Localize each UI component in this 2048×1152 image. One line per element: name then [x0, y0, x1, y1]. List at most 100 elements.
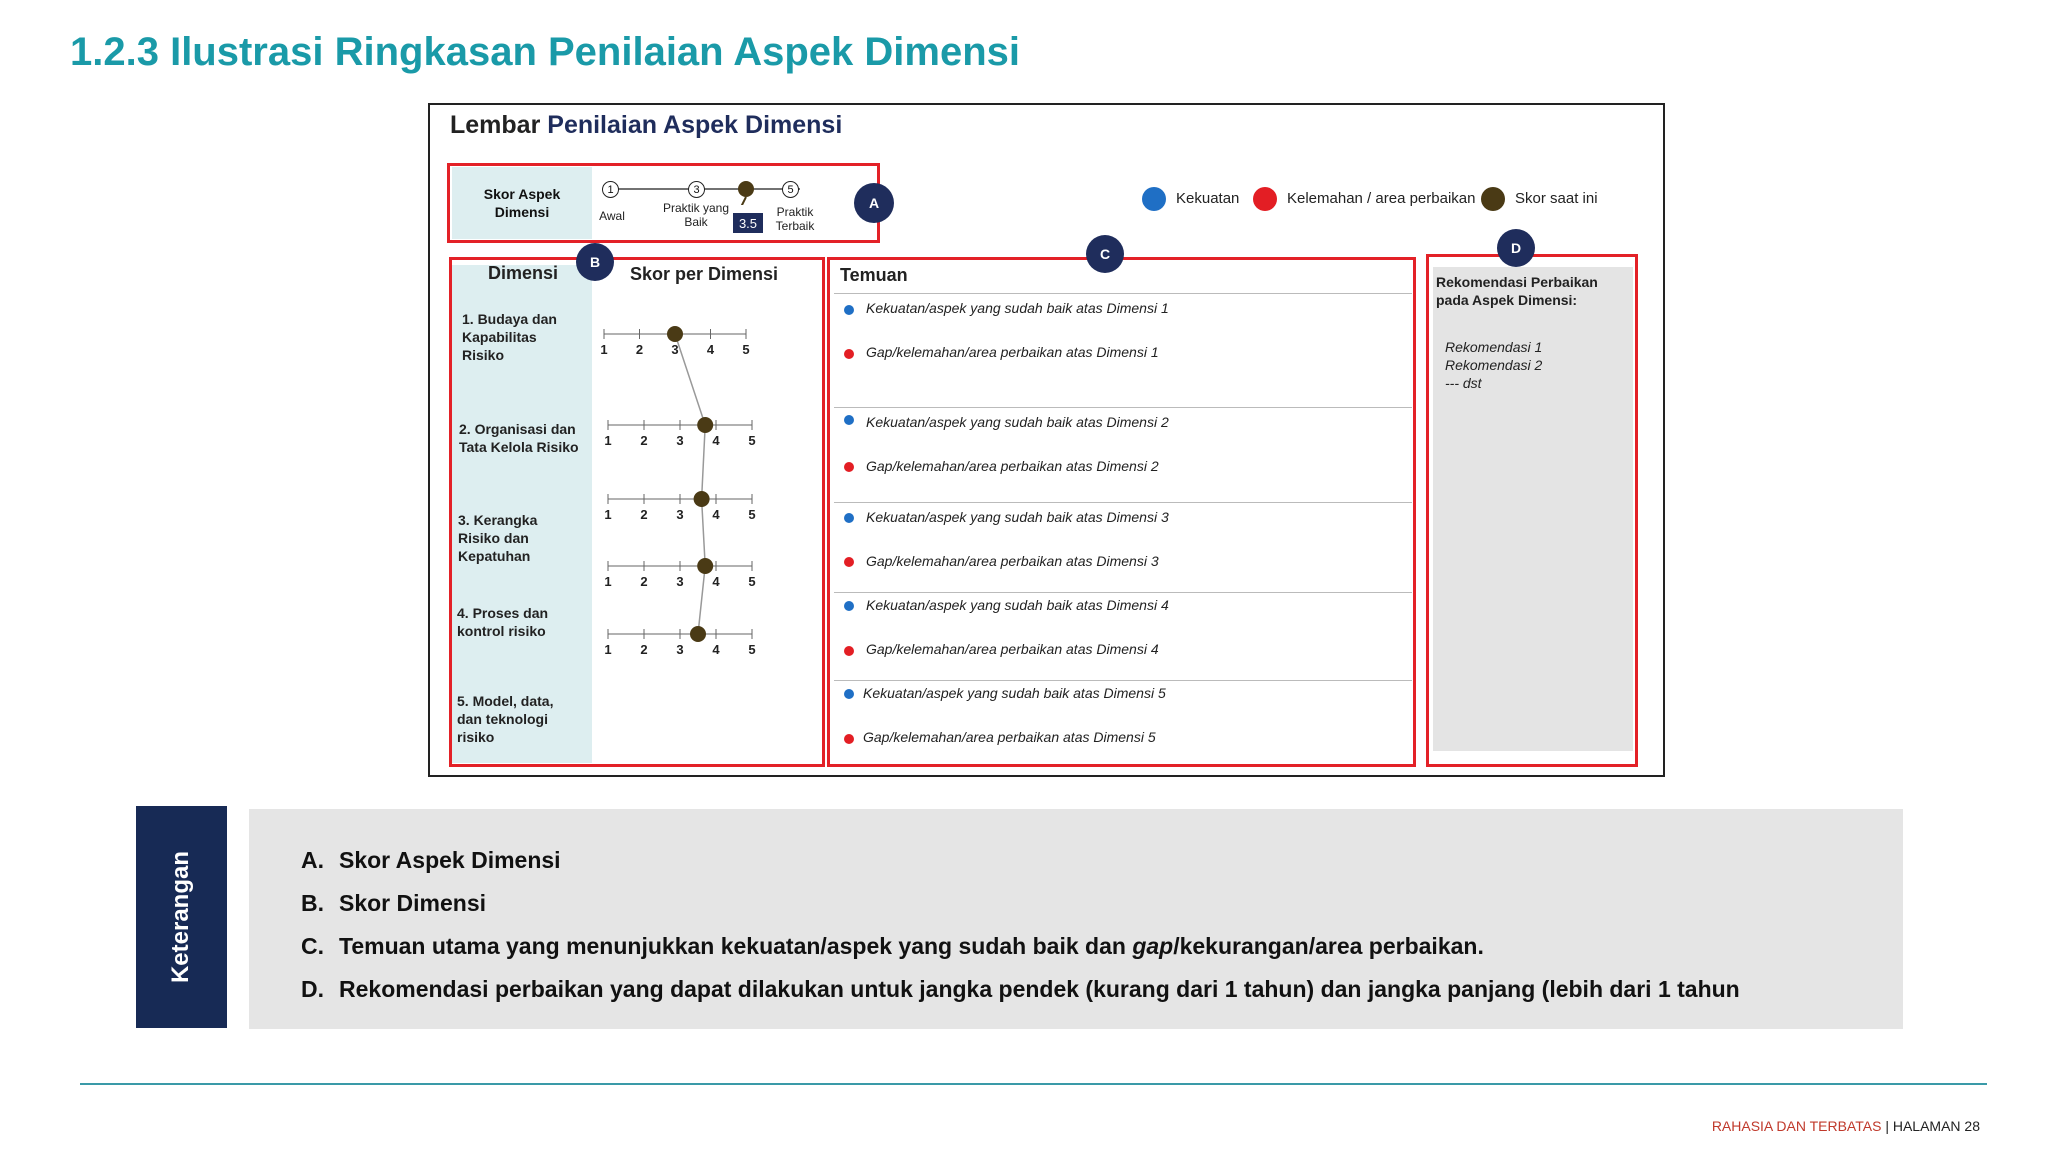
keterangan-item-d: D. Rekomendasi perbaikan yang dapat dilak… [301, 976, 1740, 1003]
legend-strength-dot [1142, 187, 1166, 211]
dimension-3-name: 3. Kerangka Risiko dan Kepatuhan [458, 512, 538, 564]
recommendation-item: --- dst [1445, 375, 1482, 391]
keterangan-letter: C. [301, 933, 324, 959]
recommendation-panel-bg [1433, 267, 1633, 751]
keterangan-label: Keterangan [167, 850, 195, 984]
keterangan-letter: A. [301, 847, 324, 873]
scale-point-5: 5 [782, 181, 799, 198]
finding-gap-1: Gap/kelemahan/area perbaikan atas Dimens… [866, 344, 1159, 360]
finding-strength-4: Kekuatan/aspek yang sudah baik atas Dime… [866, 597, 1169, 613]
scale-tick-label: 1 [604, 433, 611, 448]
scale-tick-label: 3 [676, 642, 683, 657]
footer-confidential: RAHASIA DAN TERBATAS [1711, 1118, 1882, 1134]
badge-a: A [854, 183, 894, 223]
keterangan-letter: D. [301, 976, 324, 1002]
finding-gap-5: Gap/kelemahan/area perbaikan atas Dimens… [863, 729, 1156, 745]
findings-divider [834, 592, 1412, 593]
scale-tick-label: 1 [604, 574, 611, 589]
legend-weakness-dot [1253, 187, 1277, 211]
gap-dot-3 [844, 557, 854, 567]
keterangan-item-c: C. Temuan utama yang menunjukkan kekuatan… [301, 933, 1484, 960]
scale-tick-label: 4 [712, 433, 720, 448]
recommendation-list: Rekomendasi 1 Rekomendasi 2 --- dst [1445, 338, 1542, 392]
finding-gap-4: Gap/kelemahan/area perbaikan atas Dimens… [866, 641, 1159, 657]
score-scale-line [610, 181, 800, 205]
finding-strength-1: Kekuatan/aspek yang sudah baik atas Dime… [866, 300, 1169, 316]
footer-page: HALAMAN 28 [1892, 1118, 1980, 1134]
scale-tick-label: 2 [640, 433, 647, 448]
badge-d: D [1497, 229, 1535, 267]
scale-tick-label: 1 [604, 507, 611, 522]
scale-label-baik: Praktik yang Baik [662, 201, 730, 229]
scale-tick-label: 3 [676, 507, 683, 522]
scale-tick-label: 3 [676, 433, 683, 448]
finding-gap-2: Gap/kelemahan/area perbaikan atas Dimens… [866, 458, 1159, 474]
scale-tick-label: 4 [707, 342, 715, 357]
scale-label-terbaik: Praktik Terbaik [775, 205, 815, 233]
score-aspect-header: Skor Aspek Dimensi [452, 167, 592, 239]
score-per-dimension-header: Skor per Dimensi [630, 264, 779, 284]
scale-point-3: 3 [688, 181, 705, 198]
scale-tick-label: 5 [748, 433, 755, 448]
dimension-5-score-marker [690, 626, 706, 642]
legend-score-dot [1481, 187, 1505, 211]
recommendation-item: Rekomendasi 2 [1445, 357, 1543, 373]
finding-strength-5: Kekuatan/aspek yang sudah baik atas Dime… [863, 685, 1166, 701]
scale-tick-label: 5 [748, 507, 755, 522]
dimension-5-name: 5. Model, data, dan teknologi risiko [457, 693, 554, 745]
keterangan-text: Rekomendasi perbaikan yang dapat dilakuk… [339, 976, 1740, 1002]
dimension-2-name: 2. Organisasi dan Tata Kelola Risiko [459, 421, 579, 455]
keterangan-letter: B. [301, 890, 324, 916]
strength-dot-1 [844, 305, 854, 315]
dimension-4-name: 4. Proses dan kontrol risiko [457, 605, 549, 639]
findings-divider [834, 680, 1412, 681]
finding-gap-3: Gap/kelemahan/area perbaikan atas Dimens… [866, 553, 1159, 569]
dimension-4-score-marker [697, 558, 714, 574]
scale-point-1: 1 [602, 181, 619, 198]
finding-strength-3: Kekuatan/aspek yang sudah baik atas Dime… [866, 509, 1169, 525]
keterangan-text: Temuan utama yang menunjukkan kekuatan/a… [339, 933, 1133, 959]
dimension-3-score-marker [693, 491, 710, 507]
recommendation-item: Rekomendasi 1 [1445, 339, 1543, 355]
scale-tick-label: 3 [676, 574, 683, 589]
score-connector-line [674, 333, 706, 635]
scale-tick-label: 4 [712, 507, 720, 522]
footer-separator: | [1885, 1118, 1889, 1134]
keterangan-item-b: B. Skor Dimensi [301, 890, 486, 917]
current-score-badge: 3.5 [733, 213, 763, 233]
scale-tick-label: 2 [640, 507, 647, 522]
scale-tick-label: 2 [640, 642, 647, 657]
gap-dot-2 [844, 462, 854, 472]
scale-tick-label: 3 [671, 342, 678, 357]
dimension-1-score-marker [667, 326, 683, 342]
score-aspect-header-text: Skor Aspek Dimensi [483, 186, 561, 220]
scale-tick-label: 2 [636, 342, 643, 357]
strength-dot-4 [844, 601, 854, 611]
keterangan-text-italic: gap [1132, 933, 1174, 959]
keterangan-text: Skor Dimensi [339, 890, 486, 916]
scale-tick-label: 1 [600, 342, 607, 357]
sheet-title-prefix: Lembar [450, 111, 541, 139]
findings-divider [834, 293, 1412, 294]
recommendation-header: Rekomendasi Perbaikan pada Aspek Dimensi… [1436, 274, 1598, 308]
findings-divider [834, 502, 1412, 503]
legend-score-label: Skor saat ini [1515, 190, 1598, 207]
legend-strength-label: Kekuatan [1176, 190, 1240, 207]
footer-divider [80, 1083, 1987, 1085]
keterangan-item-a: A.Skor Aspek Dimensi [301, 847, 561, 874]
assessment-sheet: Lembar Penilaian Aspek Dimensi Skor Aspe… [428, 103, 1665, 777]
gap-dot-1 [844, 349, 854, 359]
gap-dot-4 [844, 646, 854, 656]
keterangan-box: A.Skor Aspek Dimensi B. Skor Dimensi C. Te… [249, 809, 1903, 1029]
box-b [449, 257, 825, 767]
scale-tick-label: 5 [748, 642, 755, 657]
footer: RAHASIA DAN TERBATAS | HALAMAN 28 [1712, 1118, 1980, 1134]
scale-tick-label: 2 [640, 574, 647, 589]
scale-tick-label: 1 [604, 642, 611, 657]
findings-divider [834, 407, 1412, 408]
dimension-1-name: 1. Budaya dan Kapabilitas Risiko [462, 311, 557, 363]
page-title: 1.2.3 Ilustrasi Ringkasan Penilaian Aspe… [70, 30, 1021, 74]
strength-dot-2 [844, 415, 854, 425]
scale-tick-label: 4 [712, 574, 720, 589]
